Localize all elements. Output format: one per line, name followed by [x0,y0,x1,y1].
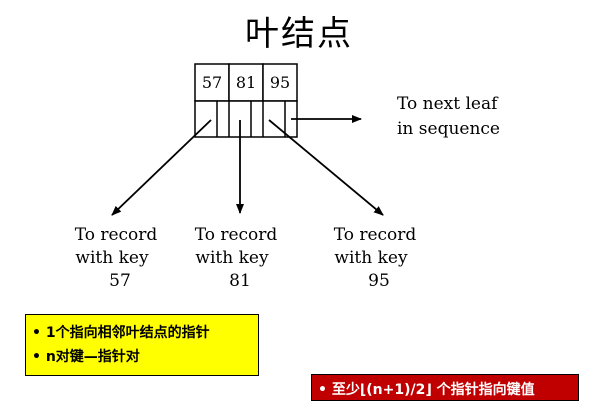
next-leaf-line-2: in sequence [397,119,500,139]
next-leaf-line-1: To next leaf [397,94,499,114]
record-57-line-1: To record [75,225,158,245]
diagram-title: 叶结点 [245,14,353,54]
arrow-to-record-95 [268,119,384,216]
minimum-pointers-note: • 至少⌊(n+1)/2⌋ 个指针指向键值 [311,374,579,401]
record-label-81: To record with key 81 [195,225,278,291]
minimum-pointers-text: 至少⌊(n+1)/2⌋ 个指针指向键值 [331,382,535,398]
key-label-1: 57 [202,73,222,92]
key-cell-1 [194,63,230,102]
record-81-line-2: with key [195,248,269,268]
note-item-2: • n对键—指针对 [32,349,140,365]
leaf-node-contents-note: • 1个指向相邻叶结点的指针 • n对键—指针对 [25,314,259,376]
key-cell-2 [228,63,264,102]
record-95-key: 95 [368,271,390,291]
record-label-57: To record with key 57 [75,225,158,291]
key-label-2: 81 [236,73,256,92]
note-item-1-text: 1个指向相邻叶结点的指针 [45,325,210,341]
next-leaf-label: To next leaf in sequence [397,94,500,139]
key-cells: 57 81 95 [194,63,298,102]
key-cell-3 [262,63,298,102]
record-label-95: To record with key 95 [334,225,417,291]
record-95-line-2: with key [334,248,408,268]
record-57-key: 57 [109,271,131,291]
record-81-line-1: To record [195,225,278,245]
key-label-3: 95 [270,73,290,92]
arrow-to-record-57 [111,119,212,216]
note-item-2-text: n对键—指针对 [45,349,140,365]
note-item-1: • 1个指向相邻叶结点的指针 [32,325,210,341]
record-81-key: 81 [229,271,251,291]
record-95-line-1: To record [334,225,417,245]
pointer-arrows [111,115,384,216]
record-57-line-2: with key [75,248,149,268]
